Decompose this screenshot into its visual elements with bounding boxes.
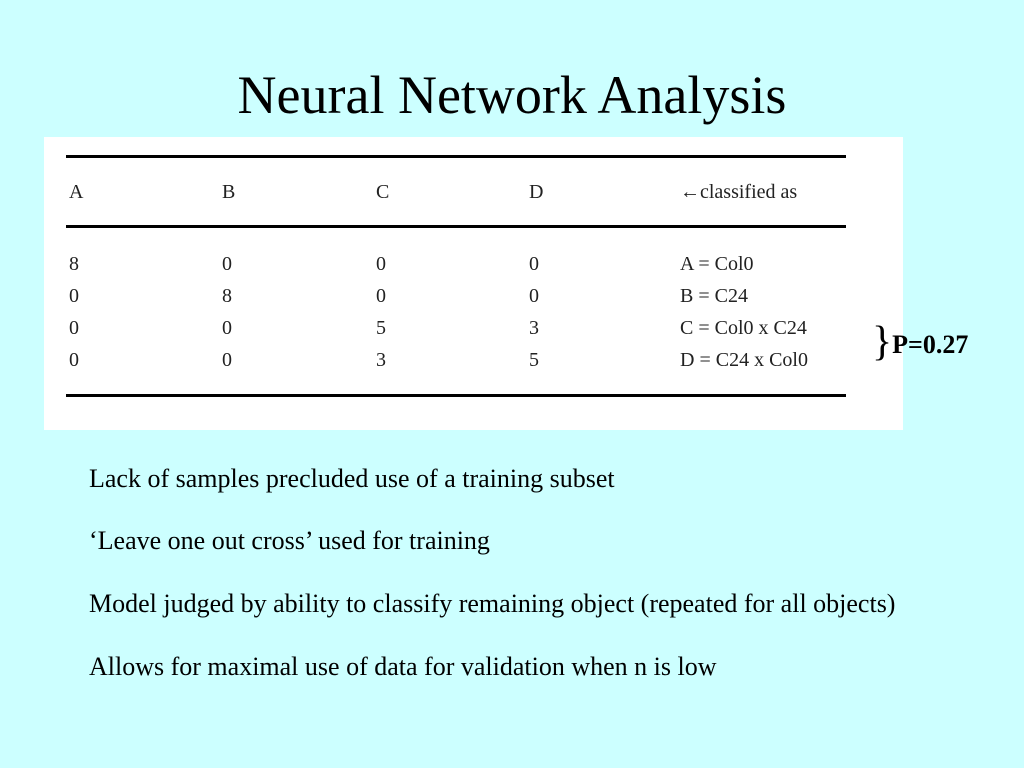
table-cell: 8 (222, 285, 232, 307)
table-cell: 0 (69, 285, 79, 307)
table-cell: 5 (529, 349, 539, 371)
header-cell-classified-as: ←classified as (680, 181, 798, 203)
table-cell: 0 (69, 349, 79, 371)
confusion-matrix-table: A B C D ←classified as 8 0 0 0 A = Col0 … (44, 137, 903, 430)
table-bottom-rule (66, 394, 846, 397)
table-cell: 5 (376, 317, 386, 339)
table-header-rule (66, 225, 846, 228)
class-label-cell: C = Col0 x C24 (680, 317, 807, 339)
bullet-list: Lack of samples precluded use of a train… (89, 460, 999, 710)
table-cell: 0 (222, 317, 232, 339)
bullet-item: Model judged by ability to classify rema… (89, 589, 896, 618)
class-label-cell: B = C24 (680, 285, 748, 307)
table-cell: 0 (529, 253, 539, 275)
curly-brace-glyph: } (872, 319, 893, 365)
bullet-item: ‘Leave one out cross’ used for training (89, 526, 490, 555)
bullet-item: Lack of samples precluded use of a train… (89, 464, 615, 493)
header-cell-d: D (529, 181, 544, 203)
header-cell-c: C (376, 181, 390, 203)
bullet-item: Allows for maximal use of data for valid… (89, 652, 717, 681)
p-value-label: P=0.27 (892, 330, 969, 359)
table-cell: 0 (529, 285, 539, 307)
header-cell-b: B (222, 181, 236, 203)
class-label-cell: D = C24 x Col0 (680, 349, 808, 371)
header-cell-a: A (69, 181, 84, 203)
table-cell: 8 (69, 253, 79, 275)
table-cell: 0 (222, 253, 232, 275)
table-cell: 3 (376, 349, 386, 371)
table-cell: 3 (529, 317, 539, 339)
class-label-cell: A = Col0 (680, 253, 754, 275)
p-value-annotation: }P=0.27 (872, 318, 968, 369)
table-cell: 0 (376, 285, 386, 307)
table-cell: 0 (69, 317, 79, 339)
slide-title: Neural Network Analysis (237, 65, 787, 125)
table-cell: 0 (222, 349, 232, 371)
table-top-rule (66, 155, 846, 158)
table-cell: 0 (376, 253, 386, 275)
